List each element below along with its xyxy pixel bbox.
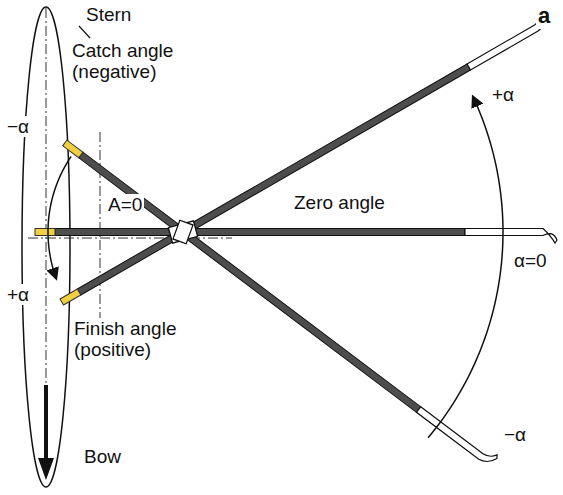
angle-name: Catch angle (negative) [70,40,190,83]
oar-shaft [77,64,470,295]
leader-line [79,26,90,38]
bow-arrow-shaft [44,385,48,462]
label-holder: A=0 [106,194,144,215]
handle-angle-arc [48,157,71,279]
angle-value: α=0 [512,250,549,271]
oarlock-body [168,221,197,243]
reference-line [28,238,232,239]
direction-label: Stern [84,4,133,25]
oarlock-gate [173,220,193,244]
label-holder: +α [5,284,31,305]
label-holder: Zero angle [292,192,387,213]
label-holder: α=0 [512,250,549,271]
bow-arrow-head [38,458,54,480]
oarlock [168,220,197,244]
angle-value: A=0 [106,194,144,215]
label-holder: Finish angle (positive) [72,318,192,361]
label-holder: −α [5,116,31,137]
oar [35,229,557,244]
oar [63,134,499,468]
panel-letter: a [536,4,552,29]
label-holder: +α [490,84,516,105]
label-holder: Stern [84,4,133,25]
blade-angle-arc [428,97,503,438]
oar-blade [416,401,498,468]
oar-handle [60,289,81,305]
oar [56,11,550,305]
oar-handle [63,140,83,158]
sign-label: −α [5,116,31,137]
label-holder: −α [502,424,528,445]
oar-shaft [55,229,465,236]
oar-handle [35,229,55,236]
angle-name: Zero angle [292,192,387,213]
label-holder: Bow [82,446,123,467]
boat-ellipse [22,7,70,487]
label-holder: Catch angle (negative) [70,40,190,83]
direction-label: Bow [82,446,123,467]
sign-label: +α [490,84,516,105]
sign-label: −α [502,424,528,445]
oar-blade [465,229,557,244]
label-holder: a [536,4,552,29]
centre-line [46,8,47,385]
angle-name: Finish angle (positive) [72,318,192,361]
sign-label: +α [5,284,31,305]
